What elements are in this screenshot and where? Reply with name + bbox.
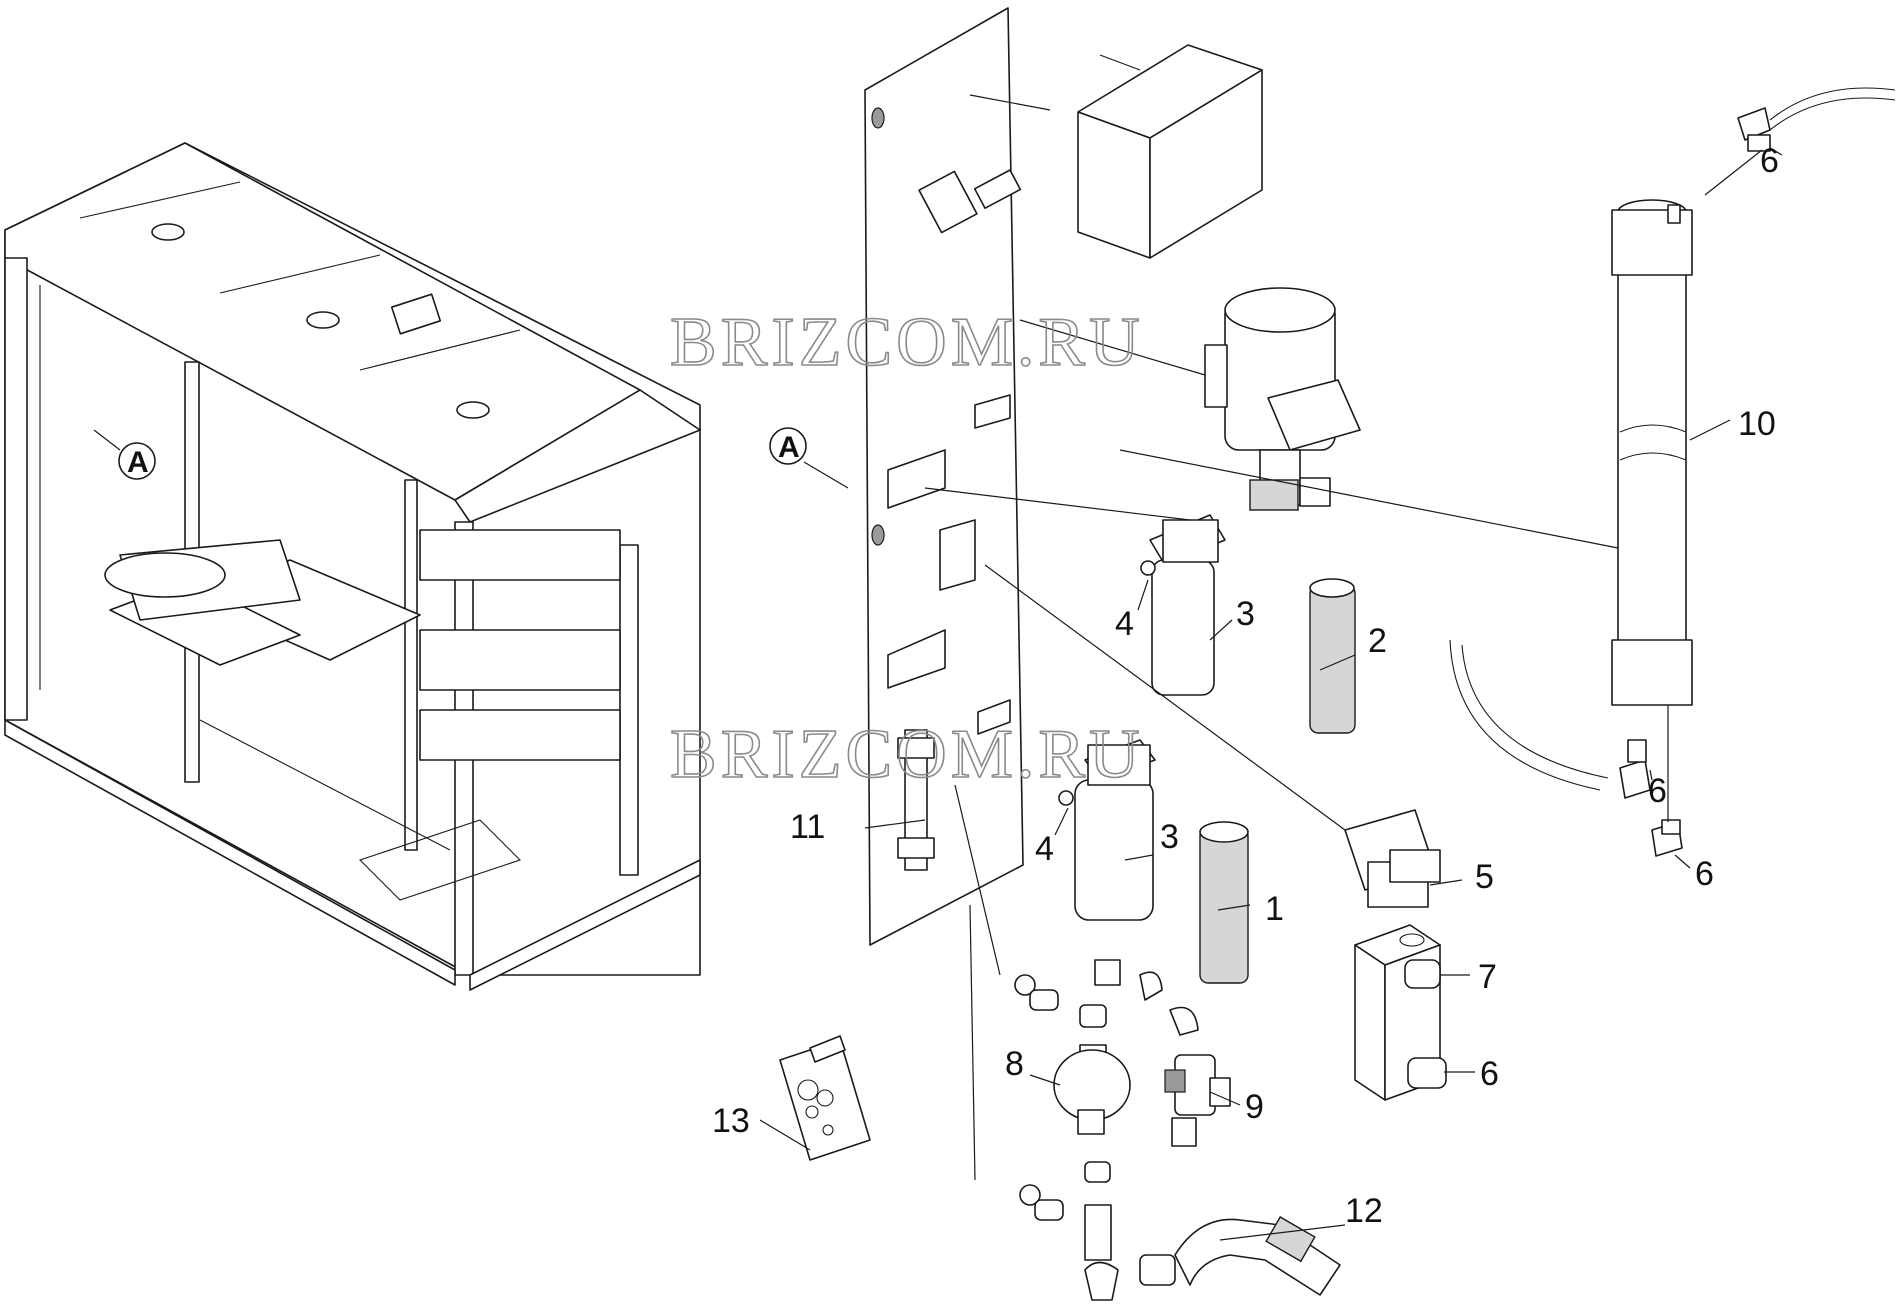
filter-housing-lower: [1058, 739, 1156, 921]
label-part-10: 10: [1738, 405, 1776, 443]
filter-housing-upper: [924, 487, 1226, 696]
part-labels: 1 2 3 3 4 4 5 6 6 6 6 7 8 9 10 11 12 13: [712, 142, 1779, 1230]
fitting-top: [1704, 87, 1896, 196]
pipe-fittings: [954, 784, 1231, 1301]
fitting-bottom: [1651, 705, 1683, 857]
hose: [1139, 1216, 1341, 1296]
label-part-6-bottom: 6: [1695, 855, 1714, 893]
label-part-9: 9: [1245, 1088, 1264, 1126]
label-part-13: 13: [712, 1102, 750, 1140]
label-part-4-upper: 4: [1115, 605, 1134, 643]
cabinet-frame: A: [4, 142, 701, 991]
flowmeter: [897, 729, 935, 871]
label-part-4-lower: 4: [1035, 830, 1054, 868]
fitting-lower-right: [1449, 639, 1651, 799]
mounting-panel: A: [769, 7, 1024, 946]
label-part-6-top: 6: [1760, 142, 1779, 180]
view-marker-panel: A: [778, 431, 800, 464]
watermark-bottom: BRIZCOM.RU: [670, 716, 1144, 793]
label-leaders: [759, 147, 1783, 1241]
label-part-2: 2: [1368, 622, 1387, 660]
view-marker-cabinet: A: [127, 446, 149, 479]
label-part-12: 12: [1345, 1192, 1383, 1230]
label-part-8: 8: [1005, 1045, 1024, 1083]
filter-cartridge-1: [1199, 821, 1249, 984]
label-part-11: 11: [790, 808, 825, 846]
label-part-5: 5: [1475, 858, 1494, 896]
label-part-7: 7: [1478, 958, 1497, 996]
pump-motor: [1019, 287, 1361, 511]
control-box: [969, 44, 1263, 259]
label-part-6-manifold: 6: [1480, 1055, 1499, 1093]
solenoid-valve: [984, 564, 1441, 908]
membrane-housing: [1119, 199, 1693, 706]
watermark-top: BRIZCOM.RU: [670, 304, 1144, 381]
label-part-6-right: 6: [1648, 772, 1667, 810]
label-part-3-upper: 3: [1236, 595, 1255, 633]
label-part-3-lower: 3: [1160, 818, 1179, 856]
filter-cartridge-2: [1309, 578, 1356, 734]
manifold-block: [1354, 924, 1447, 1101]
spare-parts-bag: [779, 1035, 871, 1161]
label-part-1: 1: [1265, 890, 1284, 928]
